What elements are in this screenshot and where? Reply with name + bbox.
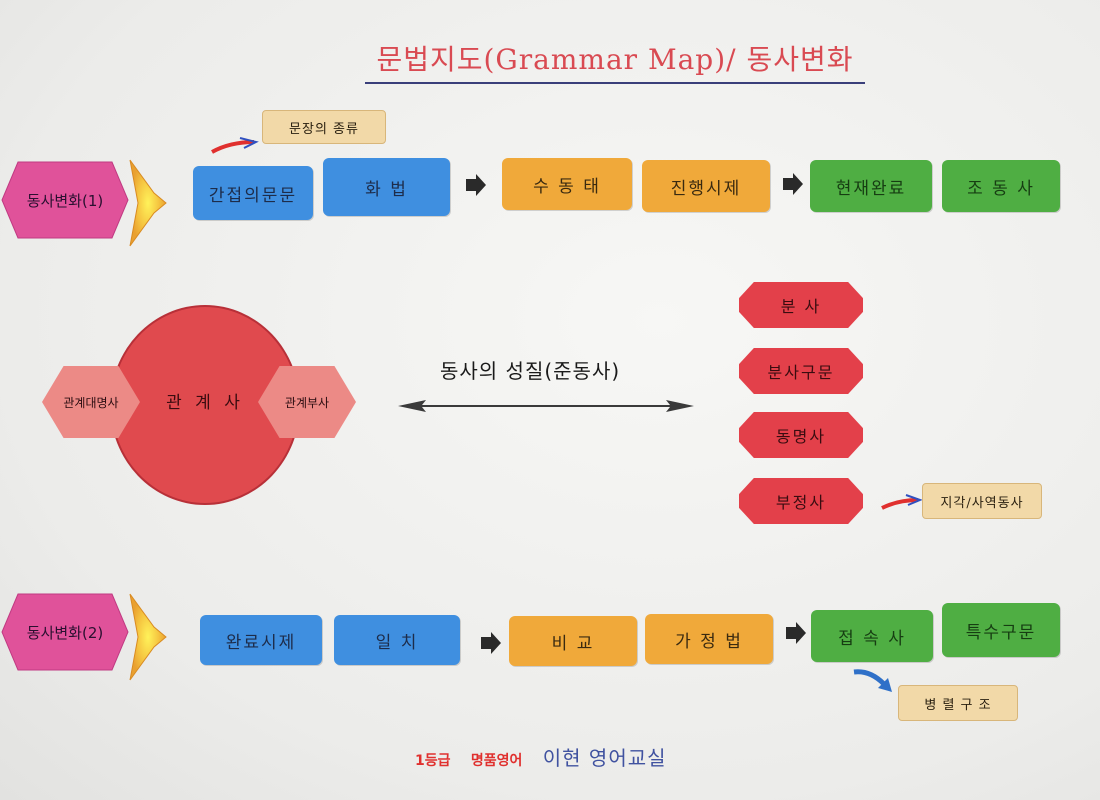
relative-pronoun-hexagon: 관계대명사 xyxy=(42,366,140,438)
row1-note: 문장의 종류 xyxy=(262,110,386,144)
double-arrow-line-icon xyxy=(398,400,694,412)
row1-sun-arrow-icon xyxy=(129,159,167,247)
row1-start-hexagon xyxy=(1,161,129,239)
footer-brand: 명품영어 xyxy=(470,753,523,769)
octagon-participle: 분 사 xyxy=(739,282,863,328)
row2-arrow-1-icon xyxy=(481,632,501,654)
footer: 1등급 명품영어 이현 영어교실 xyxy=(415,742,667,771)
row2-start-hexagon xyxy=(1,593,129,671)
row2-box-5: 접 속 사 xyxy=(811,610,933,662)
row2-start-label: 동사변화(2) xyxy=(26,623,104,642)
row1-arrow-1-icon xyxy=(466,174,486,196)
verb-properties-label: 동사의 성질(준동사) xyxy=(440,359,621,383)
row1-box-5: 현재완료 xyxy=(810,160,932,212)
octagon-participle-clause: 분사구문 xyxy=(739,348,863,394)
row1-box-1: 간접의문문 xyxy=(193,166,313,220)
row2-box-2: 일 치 xyxy=(334,615,460,665)
row2-sun-arrow-icon xyxy=(129,593,167,681)
row1-box-6: 조 동 사 xyxy=(942,160,1060,212)
footer-academy: 이현 영어교실 xyxy=(542,746,667,770)
relative-circle-label: 관 계 사 xyxy=(166,392,244,413)
octagon-gerund: 동명사 xyxy=(739,412,863,458)
row2-box-6: 특수구문 xyxy=(942,603,1060,657)
row2-box-4: 가 정 법 xyxy=(645,614,773,664)
relative-adverb-hexagon: 관계부사 xyxy=(258,366,356,438)
octagon-infinitive: 부정사 xyxy=(739,478,863,524)
row1-start-label: 동사변화(1) xyxy=(26,191,104,210)
page-title: 문법지도(Grammar Map)/ 동사변화 xyxy=(365,38,865,84)
row1-note-curved-arrow-icon xyxy=(211,137,259,154)
middle-note: 지각/사역동사 xyxy=(922,483,1042,519)
row2-note: 병 렬 구 조 xyxy=(898,685,1018,721)
row1-box-3: 수 동 태 xyxy=(502,158,632,210)
row2-note-curved-arrow-icon xyxy=(853,669,892,692)
middle-note-curved-arrow-icon xyxy=(881,494,923,510)
row1-box-2: 화 법 xyxy=(323,158,450,216)
row1-box-4: 진행시제 xyxy=(642,160,770,212)
row2-box-1: 완료시제 xyxy=(200,615,322,665)
row1-arrow-2-icon xyxy=(783,173,803,195)
row2-arrow-2-icon xyxy=(786,622,806,644)
footer-grade: 1등급 xyxy=(415,753,451,769)
row2-box-3: 비 교 xyxy=(509,616,637,666)
